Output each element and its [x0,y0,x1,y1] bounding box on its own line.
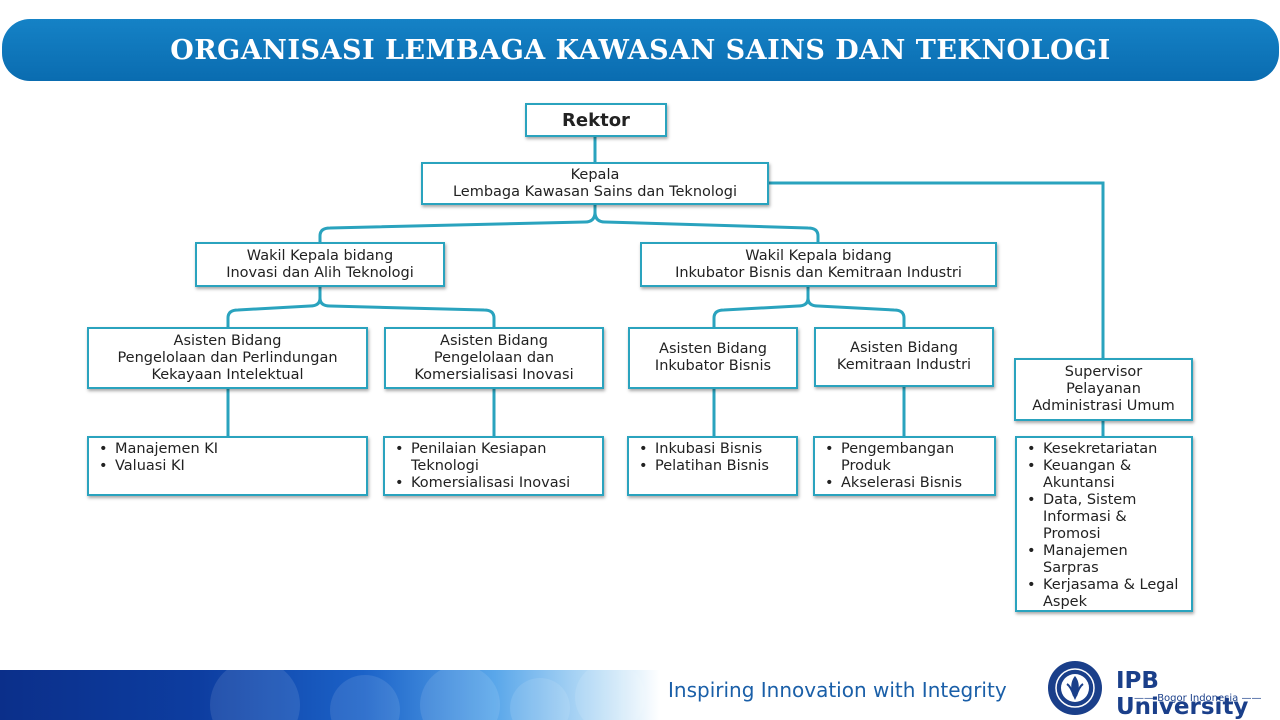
title-banner: ORGANISASI LEMBAGA KAWASAN SAINS DAN TEK… [2,19,1279,81]
wakil-inovasi-line-2: Inovasi dan Alih Teknologi [226,264,414,281]
list-item: Keuangan & Akuntansi [1023,458,1185,492]
list-item: Akselerasi Bisnis [821,475,988,492]
kepala-box: Kepala Lembaga Kawasan Sains dan Teknolo… [421,162,769,205]
asisten-ki-box: Asisten Bidang Pengelolaan dan Perlindun… [87,327,368,389]
asisten-komersialisasi-line-1: Asisten Bidang [440,332,548,349]
asisten-inkubator-box: Asisten Bidang Inkubator Bisnis [628,327,798,389]
ipb-seal-icon [1048,661,1102,715]
footer-decor-bar [0,670,660,720]
supervisor-line-3: Administrasi Umum [1032,398,1175,414]
ki-task-list: Manajemen KI Valuasi KI [87,436,368,496]
supervisor-box: Supervisor Pelayanan Administrasi Umum [1014,358,1193,421]
brand-subtitle-text: Bogor Indonesia [1157,693,1239,704]
brand-subtitle-dash-left: —— [1134,693,1154,704]
asisten-ki-line-1: Asisten Bidang [173,332,282,349]
asisten-kemitraan-line-2: Kemitraan Industri [836,357,972,373]
kepala-line-2: Lembaga Kawasan Sains dan Teknologi [452,183,738,200]
wakil-inkubator-box: Wakil Kepala bidang Inkubator Bisnis dan… [640,242,997,287]
asisten-inkubator-line-1: Asisten Bidang [659,341,767,357]
list-item: Data, Sistem Informasi & Promosi [1023,492,1185,543]
brand-subtitle: —— Bogor Indonesia —— [1134,693,1261,704]
list-item: Manajemen Sarpras [1023,543,1185,577]
asisten-kemitraan-box: Asisten Bidang Kemitraan Industri [814,327,994,387]
wakil-inkubator-line-2: Inkubator Bisnis dan Kemitraan Industri [675,264,962,281]
asisten-kemitraan-line-1: Asisten Bidang [850,340,958,356]
kepala-line-1: Kepala [570,166,620,183]
wakil-inkubator-line-1: Wakil Kepala bidang [745,247,892,264]
rektor-label: Rektor [562,109,630,131]
brand-subtitle-dash-right: —— [1241,693,1262,704]
list-item: Manajemen KI [95,441,360,458]
asisten-ki-line-3: Kekayaan Intelektual [151,366,304,383]
asisten-komersialisasi-line-2: Pengelolaan dan [433,349,555,366]
asisten-ki-line-2: Pengelolaan dan Perlindungan [117,349,338,366]
supervisor-task-list: Kesekretariatan Keuangan & Akuntansi Dat… [1015,436,1193,612]
asisten-komersialisasi-line-3: Komersialisasi Inovasi [414,366,574,383]
wakil-inovasi-line-1: Wakil Kepala bidang [246,247,394,264]
list-item: Pengembangan Produk [821,441,988,475]
footer-tagline: Inspiring Innovation with Integrity [668,678,1007,702]
asisten-komersialisasi-box: Asisten Bidang Pengelolaan dan Komersial… [384,327,604,389]
brand-name: IPB University [1116,668,1249,720]
list-item: Valuasi KI [95,458,360,475]
supervisor-line-2: Pelayanan [1066,381,1141,397]
list-item: Penilaian Kesiapan Teknologi [391,441,596,475]
kemitraan-task-list: Pengembangan Produk Akselerasi Bisnis [813,436,996,496]
rektor-box: Rektor [525,103,667,137]
list-item: Pelatihan Bisnis [635,458,790,475]
inkubator-task-list: Inkubasi Bisnis Pelatihan Bisnis [627,436,798,496]
list-item: Inkubasi Bisnis [635,441,790,458]
list-item: Komersialisasi Inovasi [391,475,596,492]
list-item: Kerjasama & Legal Aspek [1023,577,1185,611]
komersialisasi-task-list: Penilaian Kesiapan Teknologi Komersialis… [383,436,604,496]
list-item: Kesekretariatan [1023,441,1185,458]
wakil-inovasi-box: Wakil Kepala bidang Inovasi dan Alih Tek… [195,242,445,287]
page-title: ORGANISASI LEMBAGA KAWASAN SAINS DAN TEK… [170,34,1111,66]
supervisor-line-1: Supervisor [1064,364,1143,380]
asisten-inkubator-line-2: Inkubator Bisnis [654,358,772,374]
